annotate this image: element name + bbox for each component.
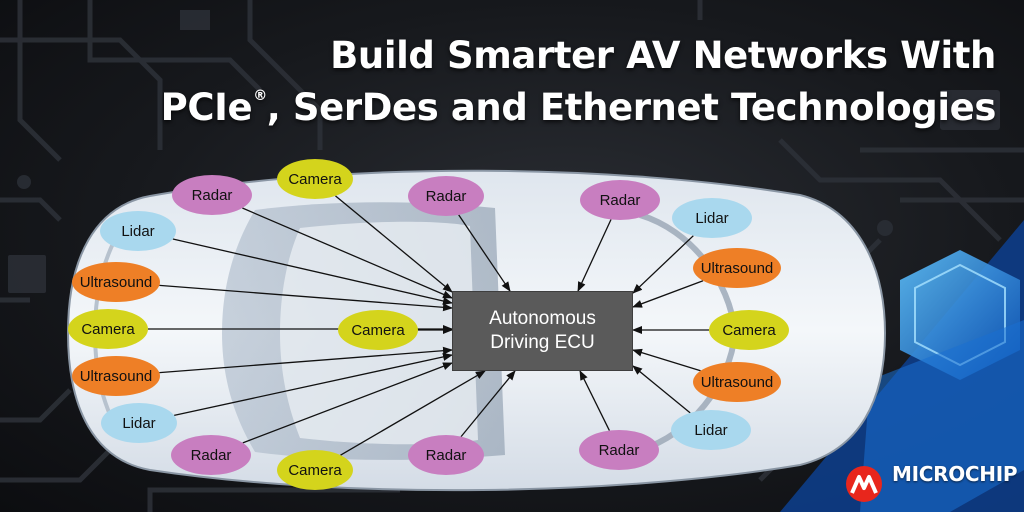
sensor-label: Camera	[351, 322, 405, 339]
sensor-lidar-4: Lidar	[100, 211, 176, 251]
sensor-ultrasound-6: Ultrasound	[72, 262, 160, 302]
brand-logo: MICROCHIP	[886, 462, 1018, 486]
arrow-camera-12	[340, 370, 486, 456]
sensor-ellipse	[172, 175, 252, 215]
sensor-ellipse	[671, 410, 751, 450]
sensor-label: Camera	[288, 171, 342, 188]
sensor-label: Camera	[81, 321, 135, 338]
sensor-label: Radar	[192, 187, 233, 204]
sensor-radar-11: Radar	[171, 435, 251, 475]
headline-rest: , SerDes and Ethernet Technologies	[266, 86, 997, 129]
sensor-ellipse	[672, 198, 752, 238]
arrow-ultrasound-6	[159, 284, 453, 312]
headline-line-2: PCIe®, SerDes and Ethernet Technologies	[160, 86, 997, 129]
sensor-label: Ultrasound	[80, 368, 153, 385]
arrow-lidar-5	[632, 235, 694, 294]
sensor-ellipse	[277, 450, 353, 490]
sensor-label: Radar	[599, 442, 640, 459]
sensor-radar-3: Radar	[580, 180, 660, 220]
sensor-ellipse	[100, 211, 176, 251]
sensor-label: Radar	[191, 447, 232, 464]
sensor-ellipse	[101, 403, 177, 443]
sensor-label: Radar	[426, 188, 467, 205]
sensor-label: Radar	[600, 192, 641, 209]
sensor-radar-13: Radar	[408, 435, 484, 475]
sensor-label: Camera	[722, 322, 776, 339]
sensor-label: Lidar	[121, 223, 154, 240]
registered-mark: ®	[253, 88, 267, 104]
sensor-ultrasound-16: Ultrasound	[693, 362, 781, 402]
sensor-ultrasound-17: Ultrasound	[72, 356, 160, 396]
sensor-label: Lidar	[122, 415, 155, 432]
sensor-lidar-5: Lidar	[672, 198, 752, 238]
circuit-chips	[8, 10, 1000, 293]
sensor-camera-8: Camera	[338, 310, 418, 350]
sensor-ellipse	[693, 248, 781, 288]
arrow-ultrasound-9	[632, 280, 704, 308]
arrow-radar-13	[460, 370, 516, 438]
sensor-ellipse	[72, 356, 160, 396]
arrow-lidar-4	[172, 238, 453, 305]
arrow-ultrasound-16	[632, 348, 701, 372]
sensor-label: Ultrasound	[701, 260, 774, 277]
sensor-label: Lidar	[694, 422, 727, 439]
arrow-radar-3	[577, 219, 612, 292]
sensor-ellipse	[693, 362, 781, 402]
sensor-ellipse	[68, 309, 148, 349]
arrow-radar-0	[242, 207, 453, 299]
sensor-ellipse	[408, 176, 484, 216]
sensor-radar-0: Radar	[172, 175, 252, 215]
arrow-lidar-10	[173, 353, 453, 417]
sensor-label: Camera	[288, 462, 342, 479]
sensor-ultrasound-9: Ultrasound	[693, 248, 781, 288]
sensor-ellipse	[171, 435, 251, 475]
sensor-label: Radar	[426, 447, 467, 464]
sensor-camera-1: Camera	[277, 159, 353, 199]
sensor-label: Ultrasound	[80, 274, 153, 291]
sensor-lidar-10: Lidar	[101, 403, 177, 443]
arrow-radar-2	[458, 214, 511, 292]
arrow-lidar-15	[632, 365, 691, 414]
sensor-ellipse	[72, 262, 160, 302]
sensor-radar-14: Radar	[579, 430, 659, 470]
sensor-camera-12: Camera	[277, 450, 353, 490]
brand-name: MICROCHIP	[892, 462, 1018, 486]
sensor-lidar-15: Lidar	[671, 410, 751, 450]
arrow-radar-11	[242, 362, 453, 444]
headline-pcie: PCIe	[160, 86, 253, 129]
ecu-label-line-1: Autonomous	[489, 308, 596, 329]
sensor-camera-7: Camera	[68, 309, 148, 349]
sensor-label: Lidar	[695, 210, 728, 227]
sensor-ellipse	[277, 159, 353, 199]
sensor-ellipse	[580, 180, 660, 220]
sensor-ellipse	[338, 310, 418, 350]
arrow-radar-14	[579, 370, 610, 431]
arrow-ultrasound-17	[159, 346, 453, 374]
arrow-camera-1	[335, 195, 453, 293]
sensor-camera-18: Camera	[709, 310, 789, 350]
sensor-ellipse	[709, 310, 789, 350]
sensor-label: Ultrasound	[701, 374, 774, 391]
sensor-ellipse	[408, 435, 484, 475]
autonomous-driving-ecu: Autonomous Driving ECU	[452, 291, 633, 371]
microchip-logo-icon	[846, 466, 882, 502]
headline-line-1: Build Smarter AV Networks With	[330, 34, 996, 77]
sensor-radar-2: Radar	[408, 176, 484, 216]
sensor-ellipse	[579, 430, 659, 470]
ecu-label-line-2: Driving ECU	[490, 332, 595, 353]
